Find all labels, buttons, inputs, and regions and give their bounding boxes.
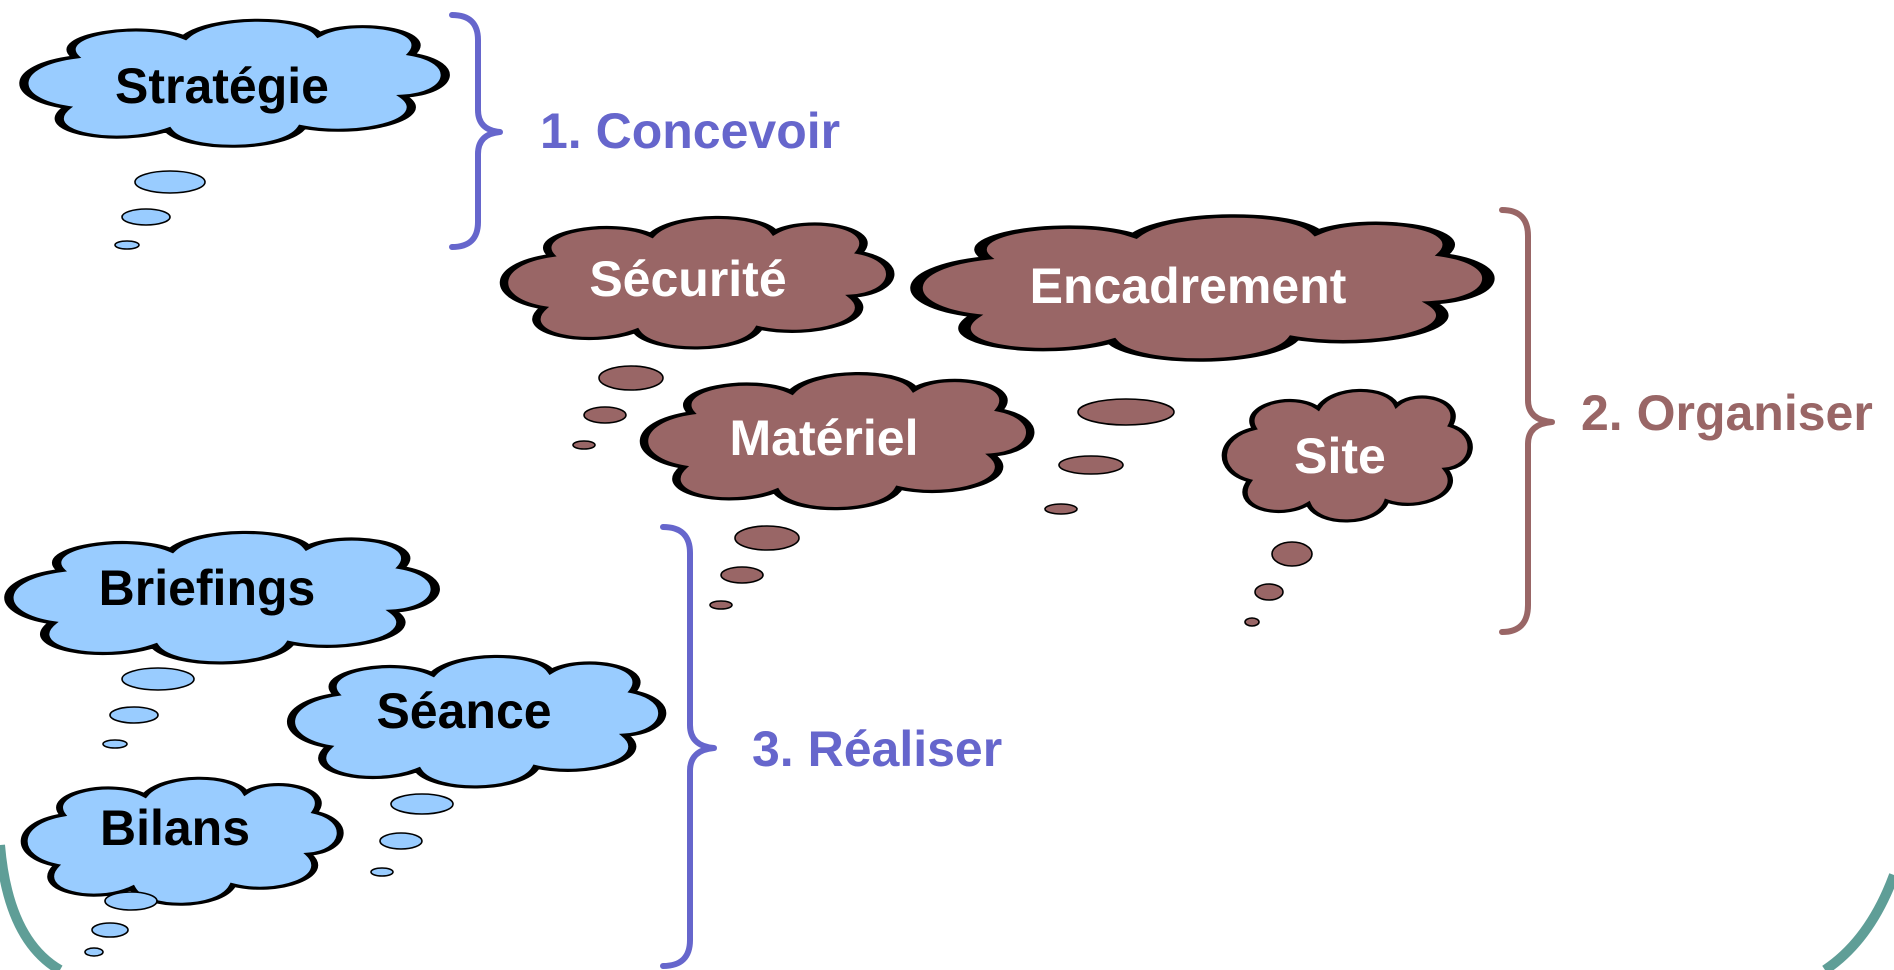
cloud-label-seance: Séance — [376, 683, 551, 739]
group-label-concevoir: 1. Concevoir — [540, 103, 840, 159]
group-label-realiser: 3. Réaliser — [752, 721, 1002, 777]
cloud-seance: Séance — [291, 656, 662, 877]
cloud-bilans: Bilans — [24, 778, 340, 957]
slide-frame-right — [1822, 873, 1894, 970]
cloud-materiel: Matériel — [644, 374, 1030, 610]
cloud-label-briefings: Briefings — [99, 560, 316, 616]
cloud-site: Site — [1224, 390, 1470, 627]
cloud-label-materiel: Matériel — [730, 410, 919, 466]
brace-organiser — [1499, 207, 1555, 635]
cloud-label-strategie: Stratégie — [115, 58, 329, 114]
brace-concevoir — [449, 12, 503, 250]
cloud-label-securite: Sécurité — [589, 251, 786, 307]
cloud-label-encadrement: Encadrement — [1030, 258, 1347, 314]
cloud-strategie: Stratégie — [24, 20, 445, 250]
cloud-label-site: Site — [1294, 428, 1386, 484]
cloud-briefings: Briefings — [9, 532, 435, 749]
group-label-organiser: 2. Organiser — [1581, 385, 1873, 441]
cloud-label-bilans: Bilans — [100, 800, 250, 856]
cloud-securite: Sécurité — [504, 217, 890, 450]
slide-frame-left — [0, 844, 63, 970]
brace-realiser — [660, 524, 717, 969]
cloud-encadrement: Encadrement — [917, 216, 1489, 515]
